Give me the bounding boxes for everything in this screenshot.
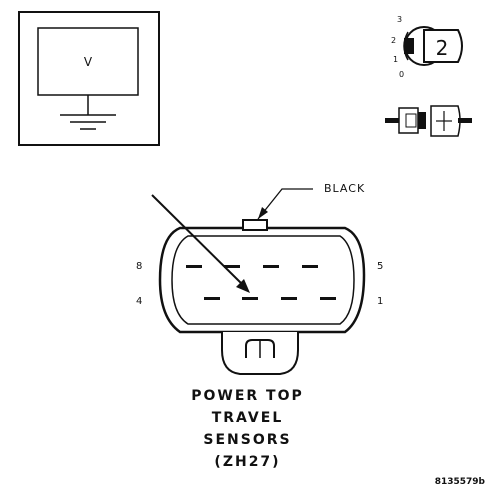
ignition-switch-icon: 3 2 1 0 2	[391, 15, 463, 79]
ignition-position-3: 3	[397, 15, 402, 24]
connector-pin	[204, 297, 220, 300]
ignition-position-2: 2	[391, 36, 396, 45]
sensor-connector	[158, 219, 366, 375]
pin-label-top-right: 5	[377, 261, 383, 272]
ignition-position-1: 1	[393, 55, 398, 64]
probe-arrow	[151, 194, 250, 293]
connector-pin	[224, 265, 240, 268]
pin-label-bottom-right: 1	[377, 296, 383, 307]
pin-label-top-left: 8	[136, 261, 142, 272]
connector-pin	[302, 265, 318, 268]
connector-pin	[186, 265, 202, 268]
voltmeter-icon: V	[18, 11, 160, 146]
connector-pin	[281, 297, 297, 300]
wire-color-leader	[257, 188, 313, 220]
figure-id: 8135579b	[434, 477, 485, 487]
ignition-position-0: 0	[399, 70, 404, 79]
ignition-key-label: 2	[436, 36, 449, 60]
wire-color-label: BLACK	[324, 182, 365, 195]
connector-pin	[242, 297, 258, 300]
connector-pair-icon	[385, 105, 472, 137]
meter-reading-label: V	[84, 55, 93, 69]
connector-pin	[320, 297, 336, 300]
connector-pin	[263, 265, 279, 268]
title-line-4: (ZH27)	[214, 454, 281, 470]
title-line-3: SENSORS	[203, 432, 292, 448]
title-line-2: TRAVEL	[211, 410, 284, 426]
pin-label-bottom-left: 4	[136, 296, 142, 307]
title-line-1: POWER TOP	[191, 388, 304, 404]
